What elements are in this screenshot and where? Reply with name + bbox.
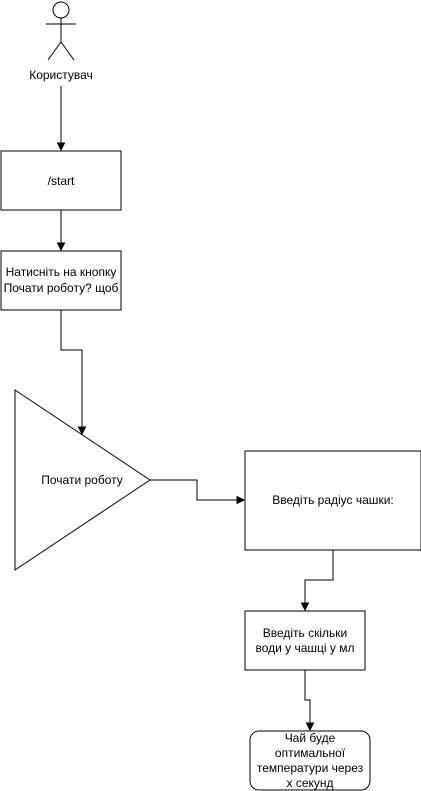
node-radius-label: Введіть радіус чашки:: [272, 493, 393, 507]
actor-right-leg: [60, 41, 75, 61]
node-water-line-2: води у чашці у мл: [255, 641, 354, 655]
node-result-line-2: оптимальної: [275, 746, 346, 760]
node-result: Чай буде оптимальної температури через х…: [249, 730, 371, 791]
node-water-line-1: Введіть скільки: [263, 626, 348, 640]
node-result-line-3: температури через: [257, 761, 364, 775]
node-begin-label: Почати роботу: [41, 473, 123, 487]
node-begin-triangle: Почати роботу: [14, 389, 151, 571]
actor-user: Користувач: [29, 1, 93, 82]
edge-water-to-result: [304, 670, 315, 732]
edge-begin-to-radius: [150, 479, 246, 505]
node-press-button-line-1: Натисніть на кнопку: [6, 265, 117, 279]
node-radius: Введіть радіус чашки:: [244, 450, 421, 551]
node-press-button: Натисніть на кнопку Почати роботу? щоб: [0, 250, 122, 311]
edge-actor-to-start: [56, 86, 66, 152]
node-result-line-1: Чай буде: [285, 731, 336, 745]
actor-head: [52, 1, 70, 19]
edge-start-to-press: [56, 210, 66, 252]
node-start-label: /start: [48, 174, 75, 188]
actor-label: Користувач: [29, 68, 93, 82]
node-result-line-4: х секунд: [286, 776, 333, 790]
node-water: Введіть скільки води у чашці у мл: [244, 610, 366, 671]
edge-press-to-begin: [60, 310, 87, 436]
node-start: /start: [0, 150, 122, 211]
actor-left-leg: [47, 41, 62, 61]
edge-radius-to-water: [300, 550, 334, 612]
node-press-button-line-2: Почати роботу? щоб: [4, 281, 119, 295]
